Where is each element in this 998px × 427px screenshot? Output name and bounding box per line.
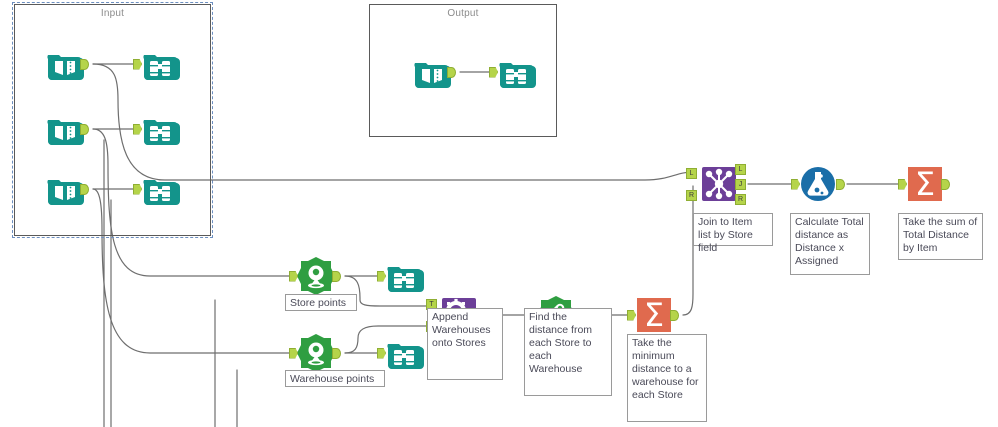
input-port-in[interactable]	[133, 183, 142, 195]
output-port-out[interactable]	[332, 270, 341, 282]
anno-join[interactable]: Join to Item list by Store field	[693, 213, 773, 254]
input-port-in[interactable]	[377, 270, 386, 282]
wire-summ-1-to-join-1[interactable]	[682, 185, 694, 316]
output-port-out[interactable]	[836, 178, 845, 190]
annotation-text: Calculate Total distance as Distance x A…	[795, 216, 864, 267]
output-port-out[interactable]	[941, 178, 950, 190]
input-data-tool[interactable]	[42, 42, 89, 86]
create-points-tool[interactable]	[289, 331, 341, 375]
browse-tool[interactable]	[377, 254, 426, 298]
flask-icon	[801, 167, 835, 201]
output-port-out[interactable]	[670, 309, 679, 321]
output-port-out[interactable]	[80, 123, 89, 135]
map-pin-icon	[297, 257, 335, 295]
book-open-icon	[47, 180, 84, 205]
map-pin-icon	[297, 334, 335, 372]
svg-text:Σ: Σ	[915, 165, 935, 203]
sigma-icon: Σ	[637, 296, 671, 334]
anno-min-distance[interactable]: Take the minimum distance to a warehouse…	[627, 334, 707, 422]
book-open-icon	[47, 55, 84, 80]
svg-text:Σ: Σ	[644, 296, 664, 334]
tool-container-input[interactable]: Input	[12, 2, 213, 238]
input-port-in[interactable]	[133, 58, 142, 70]
annotation-text: Warehouse points	[290, 373, 375, 385]
book-open-icon	[47, 120, 84, 145]
binoculars-icon	[143, 180, 180, 205]
output-port-out[interactable]	[332, 347, 341, 359]
output-port-out[interactable]	[80, 58, 89, 70]
formula-tool[interactable]	[791, 162, 845, 206]
binoculars-icon	[387, 267, 424, 292]
output-port-out[interactable]	[80, 183, 89, 195]
binoculars-icon	[387, 344, 424, 369]
input-port-in[interactable]	[289, 347, 298, 359]
browse-tool[interactable]	[133, 167, 182, 211]
anno-formula[interactable]: Calculate Total distance as Distance x A…	[790, 213, 870, 275]
container-title-input: Input	[100, 8, 125, 19]
browse-tool[interactable]	[133, 42, 182, 86]
anno-append[interactable]: Append Warehouses onto Stores	[427, 308, 503, 380]
input-port-in[interactable]	[489, 66, 498, 78]
anno-store-points[interactable]: Store points	[285, 294, 357, 311]
input-port-r[interactable]: R	[686, 189, 697, 201]
browse-tool[interactable]	[377, 331, 426, 375]
input-port-in[interactable]	[627, 309, 636, 321]
input-data-tool[interactable]	[42, 167, 89, 211]
output-port-out[interactable]	[447, 66, 456, 78]
browse-tool[interactable]	[489, 50, 538, 94]
input-port-l[interactable]: L	[686, 167, 697, 179]
output-port-l[interactable]: L	[735, 163, 746, 175]
binoculars-icon	[143, 120, 180, 145]
summarize-tool[interactable]: Σ	[627, 293, 679, 337]
container-title-output: Output	[447, 8, 479, 19]
annotation-text: Append Warehouses onto Stores	[432, 311, 491, 349]
input-port-in[interactable]	[898, 178, 907, 190]
output-data-tool[interactable]	[409, 50, 456, 94]
summarize-tool[interactable]: Σ	[898, 162, 950, 206]
binoculars-icon	[499, 63, 536, 88]
annotation-text: Take the minimum distance to a warehouse…	[632, 337, 699, 401]
anno-summarize[interactable]: Take the sum of Total Distance by Item	[898, 213, 983, 260]
anno-warehouse-points[interactable]: Warehouse points	[285, 370, 385, 387]
binoculars-icon	[143, 55, 180, 80]
browse-tool[interactable]	[133, 107, 182, 151]
output-port-r[interactable]: R	[735, 193, 746, 205]
anno-distance[interactable]: Find the distance from each Store to eac…	[524, 308, 612, 396]
annotation-text: Store points	[290, 297, 347, 309]
input-port-in[interactable]	[289, 270, 298, 282]
tool-container-output[interactable]: Output	[369, 4, 557, 137]
join-nodes-icon	[702, 167, 736, 201]
annotation-text: Find the distance from each Store to eac…	[529, 311, 593, 375]
book-open-icon	[414, 63, 451, 88]
output-port-j[interactable]: J	[735, 178, 746, 190]
input-data-tool[interactable]	[42, 107, 89, 151]
annotation-text: Take the sum of Total Distance by Item	[903, 216, 978, 254]
input-port-in[interactable]	[791, 178, 800, 190]
create-points-tool[interactable]	[289, 254, 341, 298]
input-port-in[interactable]	[133, 123, 142, 135]
annotation-text: Join to Item list by Store field	[698, 216, 753, 254]
sigma-icon: Σ	[908, 165, 942, 203]
input-port-in[interactable]	[377, 347, 386, 359]
